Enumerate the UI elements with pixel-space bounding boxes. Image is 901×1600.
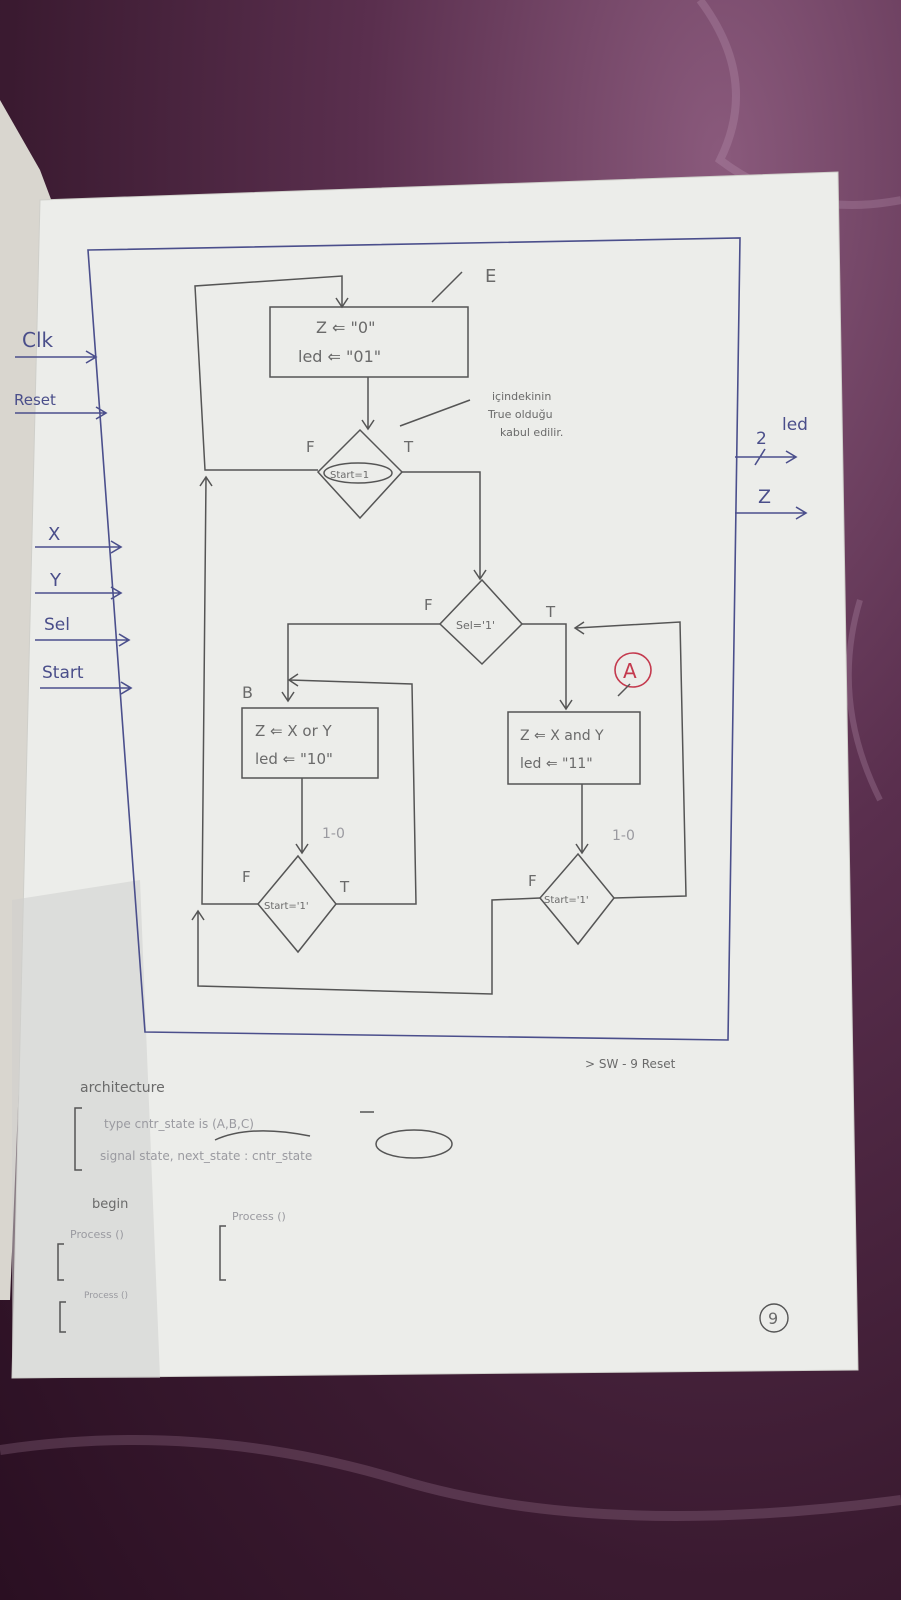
y-arrow — [35, 586, 123, 600]
edge-d3-e — [199, 475, 258, 905]
code-bracket-2 — [219, 1225, 226, 1281]
decision-start-b — [257, 854, 337, 954]
input-label-sel: Sel — [44, 615, 70, 635]
d1-true-label: T — [403, 438, 414, 456]
state-e-line2: led ⇐ "01" — [298, 347, 381, 366]
output-label-z: Z — [758, 486, 771, 508]
code-process-1: Process () — [70, 1228, 124, 1241]
d3-false-label: F — [242, 868, 251, 886]
state-a-line1: Z ⇐ X and Y — [520, 728, 604, 744]
state-b-box — [241, 707, 379, 779]
entity-box — [87, 237, 741, 1041]
led-width: 2 — [756, 429, 767, 449]
page-number-circle — [759, 1303, 789, 1333]
decision-start-1 — [316, 428, 404, 520]
state-a-circle — [614, 652, 652, 688]
page-number: 9 — [768, 1309, 778, 1328]
input-label-reset: Reset — [14, 391, 56, 409]
note-line3: kabul edilir. — [500, 426, 563, 439]
state-b-line2: led ⇐ "10" — [255, 750, 333, 768]
led-arrow — [735, 448, 798, 466]
code-begin: begin — [92, 1197, 128, 1212]
clk-arrow — [15, 350, 98, 364]
code-arrow — [214, 1130, 311, 1141]
arrow-into-e — [335, 297, 349, 309]
input-ports — [15, 350, 133, 695]
edge-b-d3 — [295, 778, 309, 855]
flowchart: E Z ⇐ "0" led ⇐ "01" Start=1 F T Sel='1'… — [191, 266, 687, 995]
d4-false-label: F — [528, 872, 537, 890]
code-circle — [375, 1129, 453, 1159]
d1-false-label: F — [306, 438, 315, 456]
carpet-texture — [0, 0, 901, 1521]
note-line1: içindekinin — [492, 390, 551, 403]
code-line2: signal state, next_state : cntr_state — [100, 1149, 312, 1163]
loop-b — [287, 673, 417, 905]
edge-d2-b — [281, 623, 440, 703]
note-pointer — [399, 399, 471, 427]
state-b-line1: Z ⇐ X or Y — [255, 722, 333, 740]
code-section: architecture type cntr_state is (A,B,C) … — [57, 1080, 453, 1333]
code-line1: type cntr_state is (A,B,C) — [104, 1117, 254, 1131]
edge-d4-e — [191, 897, 541, 995]
edge-d2-a — [522, 623, 573, 711]
footer-note: > SW - 9 Reset — [585, 1057, 676, 1071]
edge-a-d4 — [575, 784, 589, 855]
decision-sel-text: Sel='1' — [456, 619, 495, 632]
state-a-strike — [617, 683, 631, 697]
code-process-3: Process () — [84, 1291, 128, 1301]
x-arrow — [35, 540, 123, 554]
loop-e-left — [194, 275, 343, 471]
state-a-label: A — [623, 659, 637, 683]
state-e-line1: Z ⇐ "0" — [316, 318, 375, 337]
code-process-2: Process () — [232, 1210, 286, 1223]
state-a-box — [507, 711, 641, 785]
sel-arrow — [35, 633, 131, 647]
state-e-box — [269, 306, 469, 378]
note-line2: True olduğu — [487, 408, 553, 421]
start-arrow — [40, 681, 133, 695]
decision-start-a-text: Start='1' — [544, 895, 589, 906]
state-a-line2: led ⇐ "11" — [520, 756, 593, 772]
d3-true-label: T — [339, 878, 350, 896]
decision-start-1-text: Start=1 — [330, 470, 369, 481]
input-label-start: Start — [42, 663, 84, 683]
code-bracket-1 — [57, 1243, 64, 1281]
code-bracket — [74, 1107, 82, 1171]
output-ports — [735, 448, 808, 520]
decision-start-a — [539, 852, 615, 946]
faint-note-a: 1-0 — [612, 828, 635, 844]
decision-sel — [438, 578, 524, 666]
d2-false-label: F — [424, 596, 433, 614]
state-e-label: E — [485, 266, 496, 287]
input-label-x: X — [48, 524, 60, 545]
reset-arrow — [15, 406, 108, 420]
z-arrow — [735, 506, 808, 520]
input-label-y: Y — [49, 570, 62, 591]
code-architecture: architecture — [80, 1080, 165, 1096]
decision-start-b-text: Start='1' — [264, 901, 309, 912]
decision-start-1-circle — [323, 462, 393, 484]
faint-note-b: 1-0 — [322, 826, 345, 842]
output-label-led: led — [782, 415, 808, 435]
edge-e-d1 — [361, 377, 375, 431]
input-label-clk: Clk — [22, 328, 54, 352]
edge-d1-d2 — [402, 471, 487, 581]
code-bracket-3 — [59, 1301, 66, 1333]
loop-a — [573, 621, 687, 899]
paper-shadow — [12, 880, 160, 1378]
state-e-strike — [431, 271, 463, 303]
d2-true-label: T — [545, 603, 556, 621]
state-b-label: B — [242, 683, 253, 702]
